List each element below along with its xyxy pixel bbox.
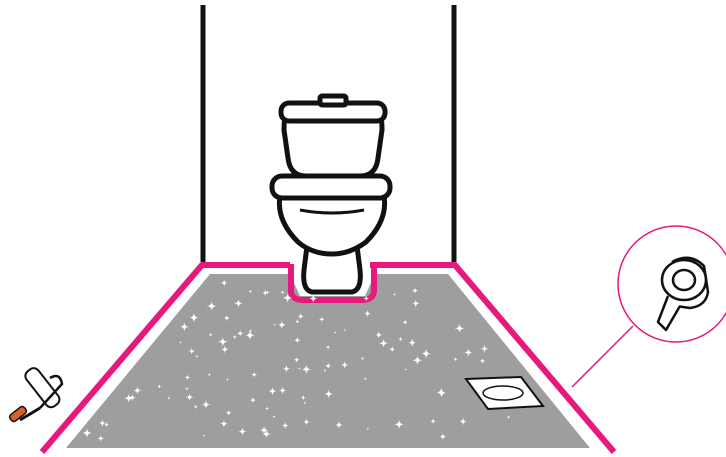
callout-line <box>572 326 633 387</box>
tape-callout <box>572 226 726 387</box>
toilet-bowl <box>279 196 384 254</box>
toilet-seat <box>272 176 390 198</box>
toilet-flush-button <box>320 96 346 105</box>
paint-roller-icon <box>8 366 62 423</box>
